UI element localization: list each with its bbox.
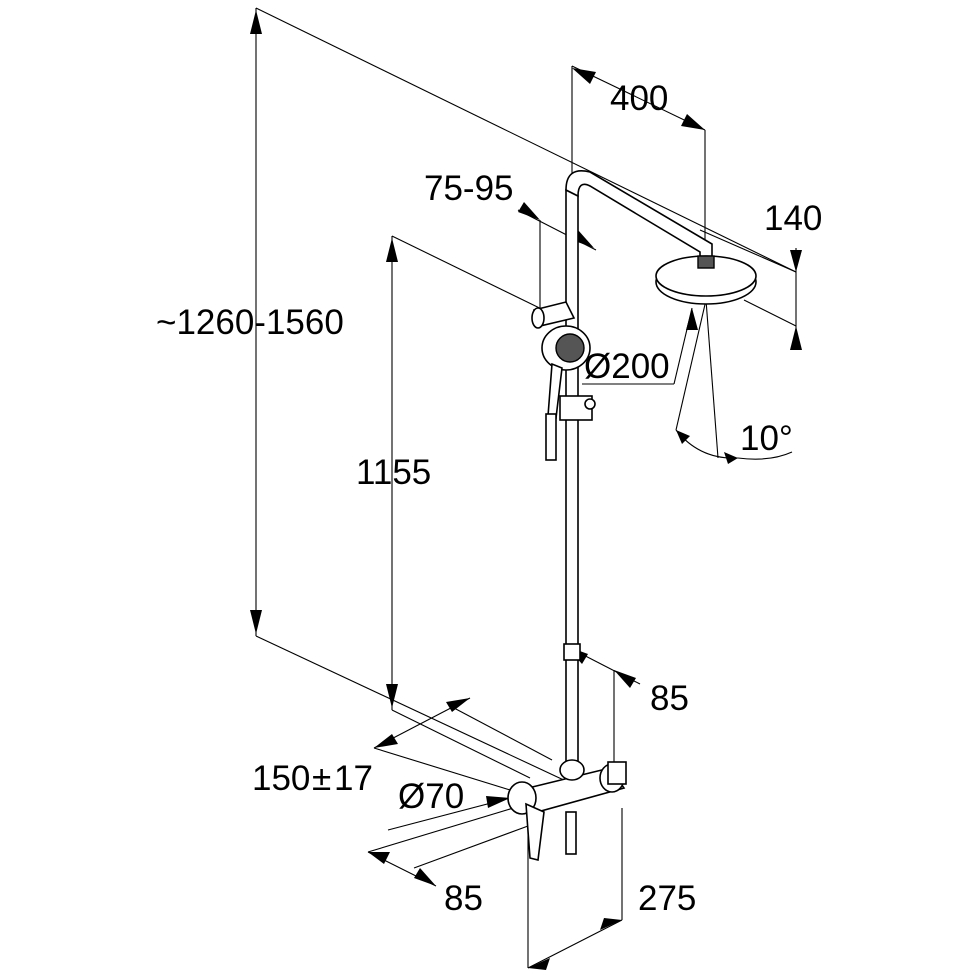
rail-wall-offset-label: 85: [650, 679, 689, 718]
mixer-rosette-label: Ø70: [398, 777, 464, 816]
head-diameter-label: Ø200: [584, 347, 670, 386]
hand-shower-slider: [559, 395, 596, 421]
upper-wall-bracket: [531, 301, 576, 329]
mixer-offset-label: 85: [444, 879, 483, 918]
thermostatic-mixer: [507, 759, 627, 861]
right-cap: [607, 761, 627, 785]
rail-joint: [563, 643, 581, 661]
shower-rail: [565, 188, 579, 788]
wall-distance-top-label: 75-95: [424, 169, 514, 208]
bath-spout: [565, 811, 577, 855]
head-shower: [655, 255, 757, 305]
arm-length-label: 400: [610, 79, 668, 118]
dimension-lines: [255, 7, 797, 969]
mixer-length-label: 275: [638, 879, 696, 918]
mixer-centers-tolerance-sign: ±: [312, 759, 331, 798]
mixer-centers-label: 150: [252, 759, 310, 798]
diverter-knob: [559, 759, 585, 781]
tilt-angle-label: 10°: [740, 419, 793, 458]
total-height-label: ~1260-1560: [156, 303, 344, 342]
head-height-label: 140: [764, 199, 822, 238]
dimension-arrows: [250, 10, 802, 970]
dimension-labels: ~1260-1560 400 75-95 140 Ø200 10° 1155 8…: [156, 79, 822, 918]
hand-shower: [541, 325, 591, 461]
mixer-centers-tolerance-value: 17: [334, 759, 373, 798]
mixer-lever: [525, 802, 545, 861]
shower-column: [531, 170, 757, 788]
rail-height-label: 1155: [356, 453, 431, 492]
